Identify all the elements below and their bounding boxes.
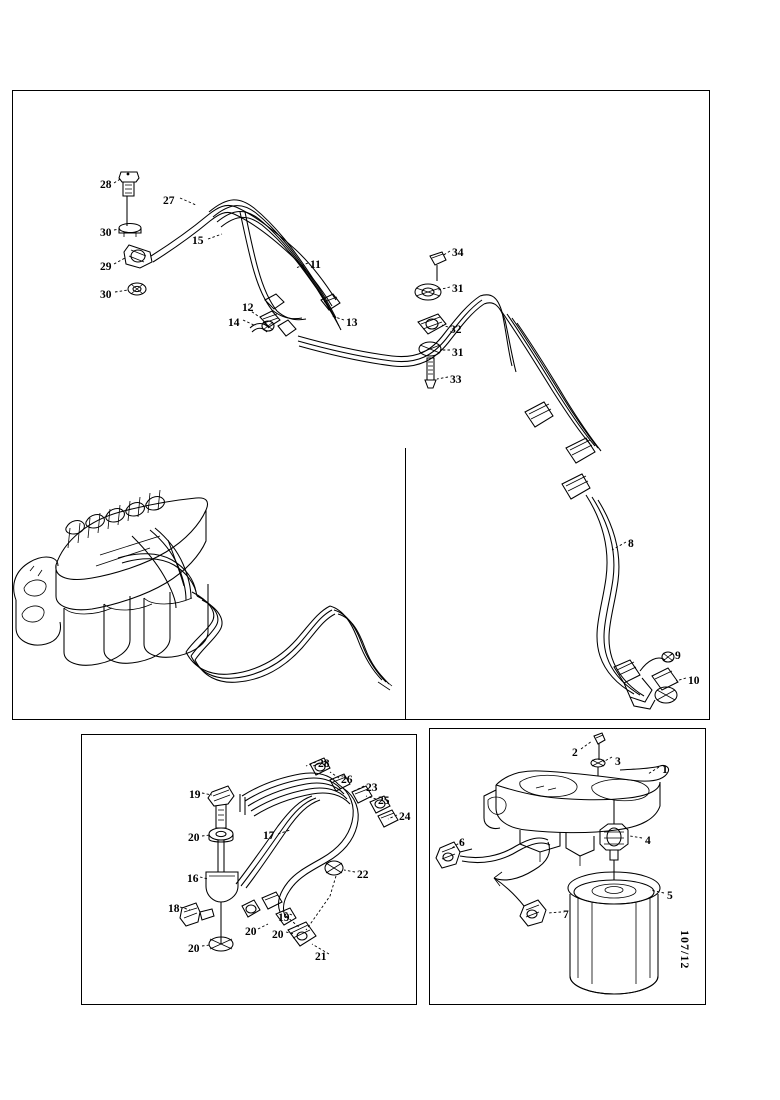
page-code: 107/12 xyxy=(678,930,692,970)
injector-line-bank-right xyxy=(501,311,602,500)
callout-30-upper: 30 xyxy=(100,227,112,239)
callout-20-lower: 20 xyxy=(188,943,200,955)
fuel-filter-housing-detail-panel xyxy=(429,728,706,1005)
callout-29: 29 xyxy=(100,261,112,273)
injection-pump-detail-drawing xyxy=(179,757,399,955)
callout-15: 15 xyxy=(192,235,204,247)
callout-25: 25 xyxy=(378,795,390,807)
fuel-filter-assembly-drawing xyxy=(435,732,670,995)
callout-7: 7 xyxy=(563,909,569,921)
callout-10: 10 xyxy=(688,675,700,687)
main-fuel-pipe-run xyxy=(297,294,517,373)
fuel-pipe-8 xyxy=(585,494,645,697)
callout-34: 34 xyxy=(452,247,464,259)
part-30-sealing-ring-upper xyxy=(118,222,142,237)
callout-27: 27 xyxy=(163,195,175,207)
callout-9: 9 xyxy=(675,650,681,662)
callout-21: 21 xyxy=(315,951,327,963)
callout-32: 32 xyxy=(450,324,462,336)
injection-pump-lines-detail-panel xyxy=(81,734,417,1005)
part-28-banjo-bolt xyxy=(118,171,140,226)
engine-block-inset-panel xyxy=(12,448,406,720)
callout-6: 6 xyxy=(459,837,465,849)
callout-26: 26 xyxy=(341,774,353,786)
callout-12: 12 xyxy=(242,302,254,314)
part-12-union-nut xyxy=(261,320,275,332)
part-33-bolt xyxy=(424,357,437,389)
callout-31-upper: 31 xyxy=(452,283,464,295)
part-31-sealing-ring-lower xyxy=(418,341,442,357)
callout-23: 23 xyxy=(366,782,378,794)
callout-28-top: 28 xyxy=(100,179,112,191)
part-29-hollow-screw xyxy=(123,244,153,269)
part-9-10-connectors xyxy=(613,651,679,710)
callout-33: 33 xyxy=(450,374,462,386)
callout-16: 16 xyxy=(187,873,199,885)
callout-20-mid: 20 xyxy=(245,926,257,938)
top-panel-leader-lines xyxy=(113,177,687,682)
part-14-clamp xyxy=(249,322,270,333)
callout-19-lower: 19 xyxy=(278,912,290,924)
callout-18: 18 xyxy=(168,903,180,915)
callout-1: 1 xyxy=(662,764,668,776)
callout-4: 4 xyxy=(645,835,651,847)
callout-11: 11 xyxy=(310,259,321,271)
callout-5: 5 xyxy=(667,890,673,902)
callout-20-right: 20 xyxy=(272,929,284,941)
callout-24: 24 xyxy=(399,811,411,823)
callout-28-bl: 28 xyxy=(318,758,330,770)
callout-13: 13 xyxy=(346,317,358,329)
callout-2: 2 xyxy=(572,747,578,759)
callout-22: 22 xyxy=(357,869,369,881)
engine-block-drawing xyxy=(13,489,393,691)
part-31-sealing-ring-upper xyxy=(414,283,442,301)
callout-19-upper: 19 xyxy=(189,789,201,801)
injector-nozzle-clamps xyxy=(259,293,341,337)
callout-20-upper: 20 xyxy=(188,832,200,844)
callout-31-lower: 31 xyxy=(452,347,464,359)
part-30-sealing-ring-lower xyxy=(127,282,147,296)
callout-17: 17 xyxy=(263,830,275,842)
part-32-banjo-fitting xyxy=(417,313,447,335)
part-34-bolt xyxy=(429,251,447,281)
callout-3: 3 xyxy=(615,756,621,768)
callout-14: 14 xyxy=(228,317,240,329)
callout-30-lower: 30 xyxy=(100,289,112,301)
callout-8: 8 xyxy=(628,538,634,550)
